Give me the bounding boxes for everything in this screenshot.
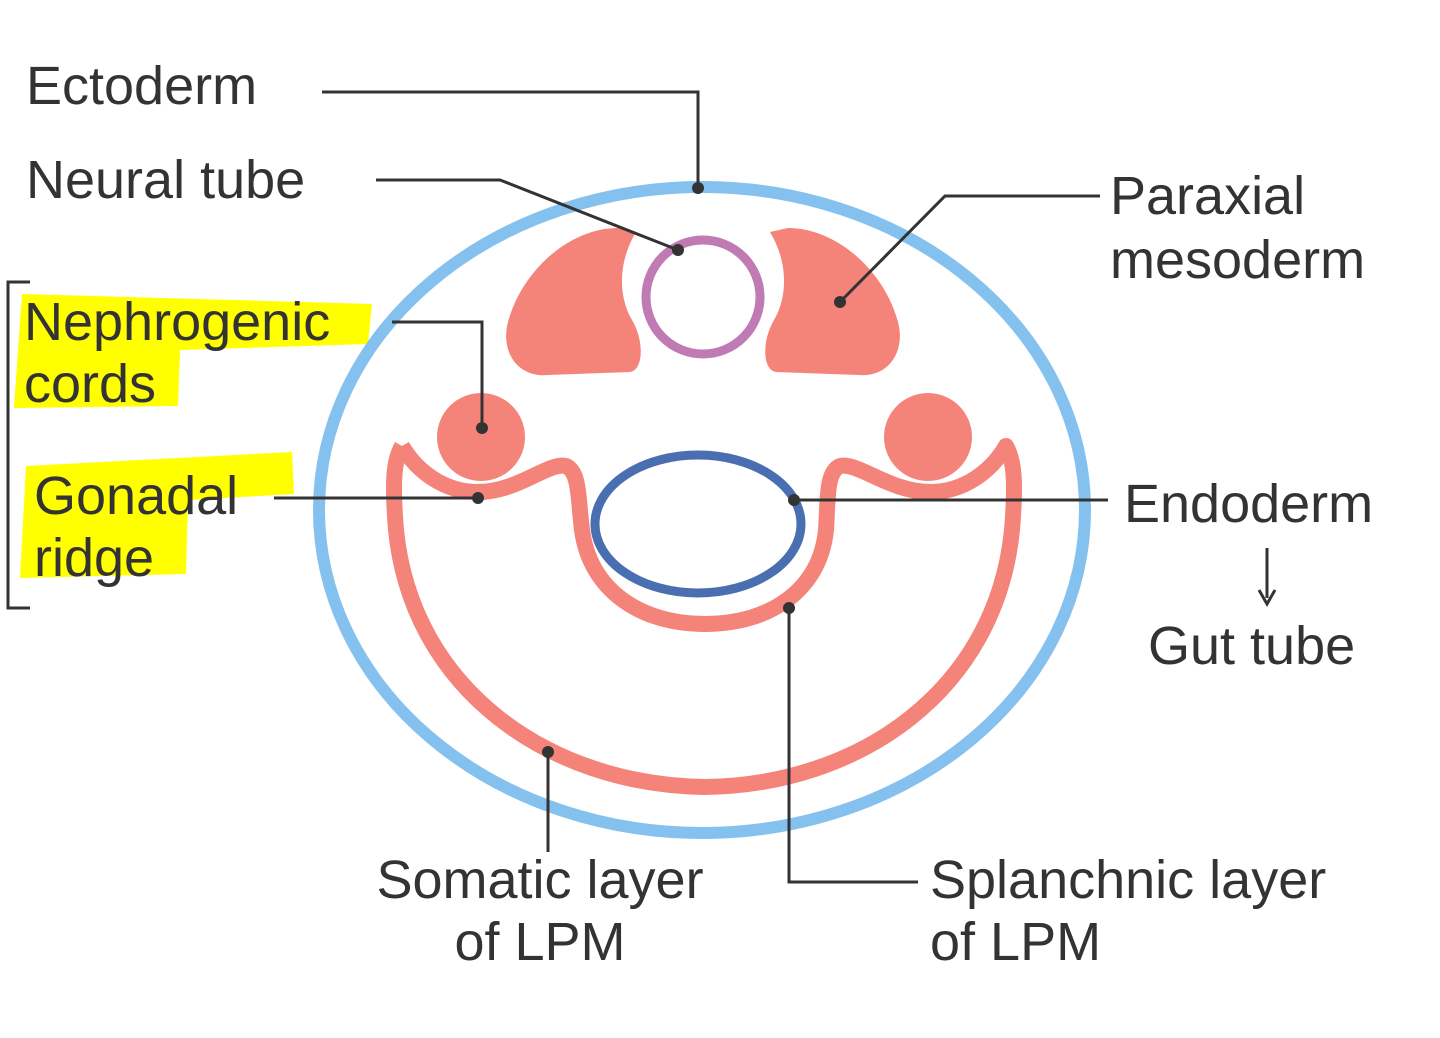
neural-tube-ring — [641, 235, 765, 359]
dot-endoderm — [788, 494, 800, 506]
label-neural-tube: Neural tube — [26, 150, 305, 210]
bracket — [6, 280, 30, 610]
dot-ectoderm — [692, 182, 704, 194]
leader-ectoderm — [322, 90, 700, 188]
endoderm-ring — [590, 450, 806, 598]
label-splanchnic-line2: of LPM — [930, 912, 1101, 972]
label-somatic-line2: of LPM — [454, 912, 625, 972]
label-somatic-line1: Somatic layer — [376, 850, 703, 910]
dot-paraxial — [834, 296, 846, 308]
label-nephrogenic-line1: Nephrogenic — [24, 292, 330, 352]
dot-neural-tube — [672, 244, 684, 256]
leader-lines — [274, 90, 1269, 884]
dot-nephrogenic — [476, 422, 488, 434]
label-gonadal-line2: ridge — [34, 528, 154, 588]
label-paraxial-line2: mesoderm — [1110, 230, 1365, 290]
nephrogenic-cord-right — [884, 393, 972, 481]
label-splanchnic-line1: Splanchnic layer — [930, 850, 1326, 910]
paraxial-mesoderm-left — [506, 228, 641, 376]
leader-dots — [472, 182, 846, 758]
leader-nephrogenic — [392, 320, 484, 428]
dot-somatic — [542, 746, 554, 758]
label-paraxial-line1: Paraxial — [1110, 166, 1305, 226]
label-gut-tube: Gut tube — [1148, 616, 1355, 676]
leader-splanchnic — [787, 608, 918, 884]
highlight-nephrogenic — [14, 294, 372, 408]
leader-neural-tube — [376, 178, 679, 252]
highlight-gonadal — [20, 452, 294, 578]
paraxial-mesoderm-right — [765, 228, 900, 376]
label-ectoderm: Ectoderm — [26, 56, 257, 116]
nephrogenic-cord-left — [437, 393, 525, 481]
leader-paraxial — [838, 194, 1100, 304]
arrow-head — [1257, 589, 1277, 608]
dot-gonadal — [472, 492, 484, 504]
dot-splanchnic — [783, 602, 795, 614]
label-nephrogenic-line2: cords — [24, 354, 156, 414]
label-endoderm: Endoderm — [1124, 474, 1373, 534]
lateral-plate-mesoderm — [386, 438, 1022, 795]
highlight-marks — [14, 294, 372, 578]
label-gonadal-line1: Gonadal — [34, 466, 238, 526]
